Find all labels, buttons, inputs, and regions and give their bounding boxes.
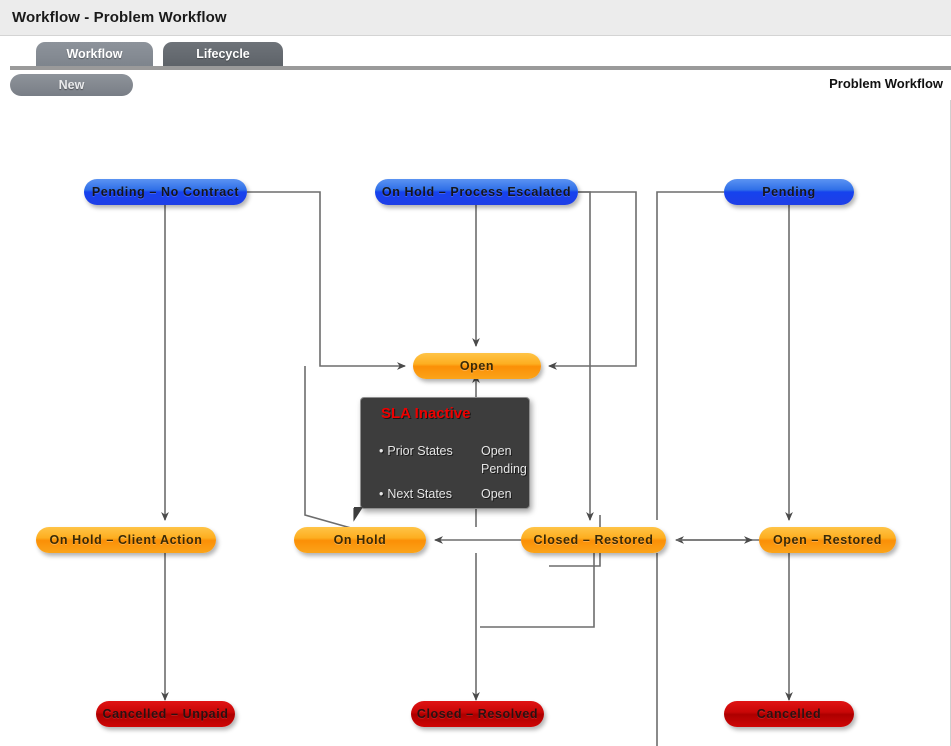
state-node-on-hold-process-escalated[interactable]: On Hold – Process Escalated — [375, 179, 578, 205]
tab-strip: Workflow Lifecycle — [0, 36, 951, 67]
state-node-cancelled-unpaid[interactable]: Cancelled – Unpaid — [96, 701, 235, 727]
tooltip-prior-states-label: Prior States — [387, 444, 453, 458]
state-node-pending-no-contract[interactable]: Pending – No Contract — [84, 179, 247, 205]
tooltip-next-states-label: Next States — [387, 487, 453, 501]
tooltip-prior-state-value-1: Open — [481, 444, 512, 458]
state-node-pending[interactable]: Pending — [724, 179, 854, 205]
page-title: Problem Workflow — [829, 76, 943, 91]
state-node-on-hold[interactable]: On Hold — [294, 527, 426, 553]
tooltip-prior-states-row: •Prior States — [379, 444, 471, 458]
tooltip-prior-state-value-2: Pending — [481, 462, 527, 476]
tooltip-title: SLA Inactive — [381, 405, 471, 422]
state-node-closed-resolved[interactable]: Closed – Resolved — [411, 701, 544, 727]
tooltip-next-state-value-1: Open — [481, 487, 512, 501]
tooltip-bullet-icon-2: • — [379, 487, 384, 501]
state-node-on-hold-client-action[interactable]: On Hold – Client Action — [36, 527, 216, 553]
tooltip-next-states-row: •Next States — [379, 487, 471, 501]
tab-lifecycle[interactable]: Lifecycle — [163, 42, 283, 67]
tab-workflow[interactable]: Workflow — [36, 42, 153, 67]
state-node-cancelled[interactable]: Cancelled — [724, 701, 854, 727]
workflow-edges — [161, 191, 793, 746]
state-node-closed-restored[interactable]: Closed – Restored — [521, 527, 666, 553]
workflow-canvas[interactable]: Pending – No Contract On Hold – Process … — [0, 100, 951, 746]
state-tooltip: SLA Inactive •Prior States Open Pending … — [354, 397, 530, 521]
tab-separator-rule — [10, 66, 951, 70]
tooltip-pointer-tail-icon — [354, 507, 363, 521]
window-title: Workflow - Problem Workflow — [12, 9, 227, 26]
new-button[interactable]: New — [10, 74, 133, 96]
window-titlebar: Workflow - Problem Workflow — [0, 0, 951, 36]
state-node-open-restored[interactable]: Open – Restored — [759, 527, 896, 553]
toolbar: New Problem Workflow — [0, 70, 951, 100]
tooltip-bullet-icon: • — [379, 444, 384, 458]
state-node-open[interactable]: Open — [413, 353, 541, 379]
